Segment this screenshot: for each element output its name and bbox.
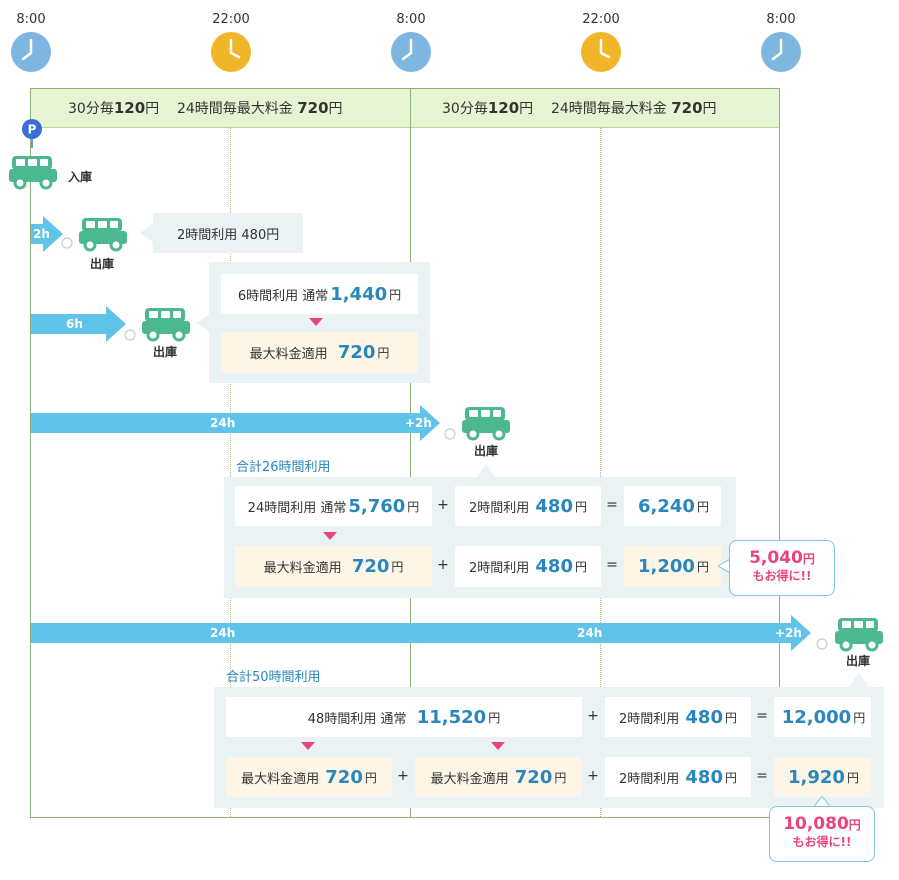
car-icon: [79, 218, 127, 252]
exhaust-icon: [124, 329, 136, 341]
exit-label: 出庫: [846, 654, 871, 668]
duration-arrow: [31, 314, 111, 334]
parking-pin-icon: P: [22, 119, 42, 148]
clock-night-icon: [581, 32, 621, 72]
exhaust-icon: [61, 237, 73, 249]
down-arrow-icon: [323, 532, 337, 540]
timeline-frame: [30, 88, 780, 818]
speech-pointer: [140, 223, 154, 243]
row4-savings-badge: 10,080円 もお得に!!: [769, 806, 875, 862]
exhaust-icon: [444, 428, 456, 440]
equals-sign: =: [756, 708, 768, 724]
car-icon: [835, 618, 883, 652]
exit-label: 出庫: [474, 444, 499, 458]
rate-right: 30分毎120円 24時間毎最大料金 720円: [442, 99, 717, 117]
plus-sign: +: [437, 497, 449, 513]
duration-label: 24h: [210, 626, 236, 640]
equals-sign: =: [606, 497, 618, 513]
plus-sign: +: [587, 768, 599, 784]
clock-night-icon: [211, 32, 251, 72]
car-icon: [462, 407, 510, 441]
duration-arrow: [31, 623, 794, 643]
exit-label: 出庫: [90, 257, 115, 271]
clock-day-icon: [11, 32, 51, 72]
rate-left: 30分毎120円 24時間毎最大料金 720円: [68, 99, 343, 117]
clock-day-icon: [761, 32, 801, 72]
row1-price: 2時間利用 480円: [153, 213, 303, 253]
duration-arrow: [31, 224, 45, 244]
duration-label: +2h: [405, 416, 432, 430]
duration-arrow: [31, 413, 423, 433]
exhaust-icon: [816, 638, 828, 650]
time-label-4: 22:00: [582, 12, 620, 27]
plus-sign: +: [437, 557, 449, 573]
time-label-5: 8:00: [766, 12, 796, 27]
speech-pointer: [718, 558, 732, 574]
down-arrow-icon: [491, 742, 505, 750]
duration-label: 6h: [66, 317, 83, 331]
time-label-2: 22:00: [212, 12, 250, 27]
row4-title: 合計50時間利用: [226, 670, 321, 685]
duration-label: 24h: [577, 626, 603, 640]
exit-label: 出庫: [153, 345, 178, 359]
entry-label: 入庫: [68, 170, 93, 184]
equals-sign: =: [756, 768, 768, 784]
duration-arrow-head: [791, 615, 811, 651]
speech-pointer: [849, 673, 869, 687]
row3-title: 合計26時間利用: [236, 460, 331, 475]
time-label-1: 8:00: [16, 12, 46, 27]
speech-pointer: [197, 313, 211, 333]
plus-sign: +: [587, 708, 599, 724]
duration-label: 24h: [210, 416, 236, 430]
duration-arrow-head: [420, 405, 440, 441]
speech-pointer: [813, 796, 831, 808]
equals-sign: =: [606, 557, 618, 573]
duration-label: 2h: [33, 227, 50, 241]
divider-night: [230, 127, 231, 817]
down-arrow-icon: [309, 318, 323, 326]
time-label-3: 8:00: [396, 12, 426, 27]
svg-text:P: P: [28, 123, 37, 137]
clock-day-icon: [391, 32, 431, 72]
plus-sign: +: [397, 768, 409, 784]
row3-savings-badge: 5,040円 もお得に!!: [729, 540, 835, 596]
car-icon: [142, 308, 190, 342]
rate-bar: [31, 89, 779, 128]
speech-pointer: [476, 464, 496, 478]
down-arrow-icon: [301, 742, 315, 750]
duration-arrow-head: [43, 216, 63, 252]
divider-day: [410, 89, 411, 817]
car-icon: [9, 156, 57, 190]
divider-night: [600, 127, 601, 817]
duration-arrow-head: [106, 306, 126, 342]
duration-label: +2h: [775, 626, 802, 640]
